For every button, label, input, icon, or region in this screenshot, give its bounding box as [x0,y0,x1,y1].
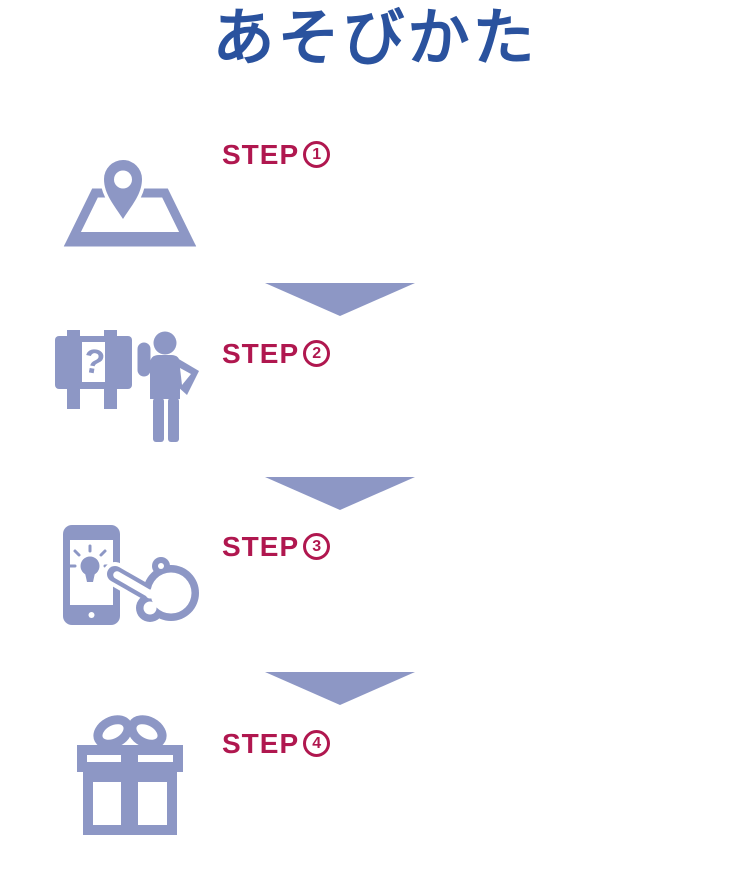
down-arrow-icon [265,477,415,510]
step-3-label: STEP 3 [222,531,331,562]
step-1-number-circled: 1 [303,141,331,168]
down-arrow-icon [265,283,415,316]
map-location-icon [60,152,200,248]
smartphone-tap-icon [58,520,204,630]
step-2-label: STEP 2 [222,338,331,369]
step-3-number-circled: 3 [303,533,331,560]
step-3-text: STEP [222,531,300,562]
step-2-text: STEP [222,338,300,369]
step-1-text: STEP [222,139,300,170]
signboard-person-icon: ? [53,326,203,444]
gift-box-icon [70,710,190,838]
step-4-text: STEP [222,728,300,759]
step-4-number-circled: 4 [303,730,331,757]
step-2-number-circled: 2 [303,340,331,367]
down-arrow-icon [265,672,415,705]
page-title: あそびかた [212,4,538,73]
step-1-label: STEP 1 [222,139,331,170]
step-4-label: STEP 4 [222,728,331,759]
